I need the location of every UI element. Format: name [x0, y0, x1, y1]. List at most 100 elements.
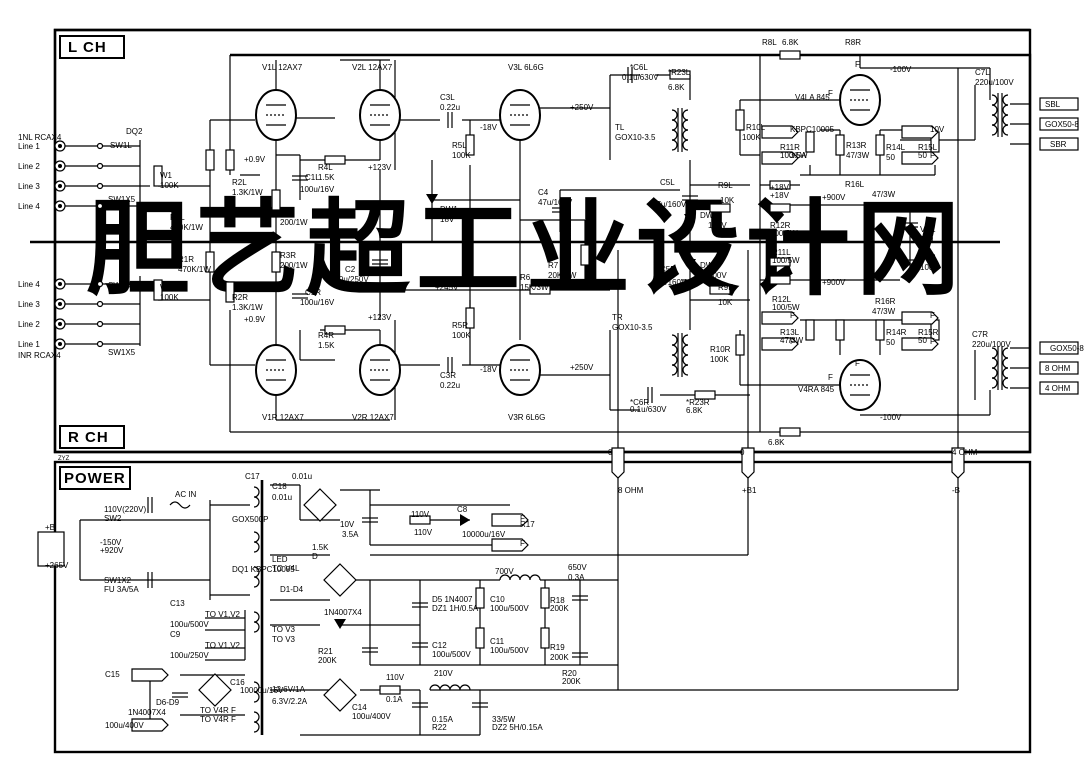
label-17: V2L 12AX7	[352, 63, 393, 72]
label-160: 10V	[340, 520, 355, 529]
label-41: C3R	[440, 371, 456, 380]
label-98: +900V	[822, 278, 846, 287]
label-207: 33/5W	[492, 715, 516, 724]
xfmr-sbr-coil-a	[991, 347, 998, 359]
input-r-line-0: Line 4	[18, 280, 40, 289]
filament-tag-9	[491, 513, 529, 527]
label-36: C2	[345, 265, 356, 274]
cap-c15	[472, 702, 488, 708]
label-235: G	[0, 0, 6, 2]
tube-v1l	[255, 89, 297, 141]
xfmr-sbl-coil-b	[1002, 104, 1009, 116]
speaker-terminal-2	[1039, 137, 1079, 151]
res-r15l	[875, 134, 885, 156]
label-169: LED	[272, 555, 288, 564]
res-r4l	[324, 155, 346, 165]
label-116: 50	[886, 338, 895, 347]
xfmr-tl-coil-a	[671, 109, 678, 121]
switch-contact-7	[96, 340, 104, 348]
filament-tag-2	[901, 125, 939, 139]
label-108: 100/5W	[780, 151, 808, 160]
label-73: C5L	[660, 178, 675, 187]
res-r4r	[324, 325, 346, 335]
tube-v3l	[499, 89, 541, 141]
bridge-d6-d9	[323, 678, 357, 712]
label-49: V3L 6L6G	[508, 63, 544, 72]
res-r3r	[271, 251, 281, 273]
label-23: 100u/16V	[300, 298, 335, 307]
rca-jack-pin-2	[58, 184, 62, 188]
label-117: R15L	[918, 143, 938, 152]
label-143: +B1	[742, 486, 757, 495]
res-r17	[409, 515, 431, 525]
label-89: R8L	[762, 38, 777, 47]
inductor-dz2	[429, 684, 471, 691]
label-162: 110V	[411, 510, 430, 519]
cap-c1l	[292, 175, 308, 181]
xfmr-tr-coil-b	[682, 334, 689, 346]
diode-d5	[334, 619, 346, 629]
label-155: 0.01u	[292, 472, 312, 481]
label-141: 4 OHM	[952, 448, 978, 457]
label-53: DW1	[440, 205, 458, 214]
cap-c9	[362, 647, 378, 653]
label-123: R16R	[875, 297, 896, 306]
label-62: 0.1u/630V	[622, 73, 659, 82]
cap-c3r	[447, 357, 453, 373]
label-124: 47/3W	[872, 307, 896, 316]
label-47: -18V	[480, 123, 498, 132]
label-129: C7L	[975, 68, 990, 77]
diode-dw3	[684, 259, 696, 269]
label-193: 100u/500V	[170, 620, 209, 629]
label-26: R3R	[280, 251, 296, 260]
res-r8r	[779, 427, 801, 437]
vacuum-tubes	[255, 74, 881, 411]
label-103: R12R	[770, 221, 791, 230]
res-r12r	[769, 275, 791, 285]
label-2: W1	[160, 171, 173, 180]
label-64: 6.8K	[668, 83, 685, 92]
label-104: 100/5W	[770, 229, 798, 238]
input-l-line-1: Line 2	[18, 162, 40, 171]
label-44: 100K	[452, 151, 471, 160]
label-21: 100u/16V	[300, 185, 335, 194]
label-29: 1.5K	[318, 173, 335, 182]
label-27: 200/1W	[280, 261, 308, 270]
label-92: 6.8K	[768, 438, 785, 447]
label-139: 0	[608, 448, 613, 457]
label-238: P	[0, 0, 5, 2]
res-r2r	[225, 281, 235, 303]
label-115: R14R	[886, 328, 907, 337]
rca-jack-pin-1	[58, 164, 62, 168]
xfmr-tl-coil-a	[671, 129, 678, 141]
zyz-mark: ZYZ	[58, 456, 70, 462]
power-frame	[53, 460, 1032, 754]
label-216: TO V4R F	[200, 715, 236, 724]
label-217: C16	[230, 678, 245, 687]
diode-dw2	[684, 214, 696, 224]
xfmr-gox500p-coil-0	[253, 486, 260, 508]
cap-c7r	[902, 259, 918, 265]
label-112: 47/3W	[846, 151, 870, 160]
tube-v3r	[499, 344, 541, 396]
label-201: 6.3V/2.2A	[272, 697, 308, 706]
cap-c6r	[647, 387, 653, 403]
tube-v2r	[359, 344, 401, 396]
cap-c11	[412, 642, 428, 648]
xfmr-gox500p-coil-4	[253, 681, 260, 703]
label-46: 100K	[452, 331, 471, 340]
label-158: GOX500P	[232, 515, 268, 524]
label-106: 100/5W	[772, 256, 800, 265]
label-13: 1.3K/1W	[232, 188, 263, 197]
label-128: 100	[920, 263, 934, 272]
xfmr-tr-coil-b	[682, 364, 689, 376]
input-l-line-0: Line 1	[18, 142, 40, 151]
label-179: 100u/500V	[432, 650, 471, 659]
label-175: 0.3A	[568, 573, 585, 582]
label-8: R1L	[170, 213, 185, 222]
label-145: +B	[45, 523, 55, 532]
label-7: 100K	[160, 293, 179, 302]
cap-c18	[147, 572, 153, 588]
label-173: 700V	[495, 567, 514, 576]
label-12: R2L	[232, 178, 247, 187]
